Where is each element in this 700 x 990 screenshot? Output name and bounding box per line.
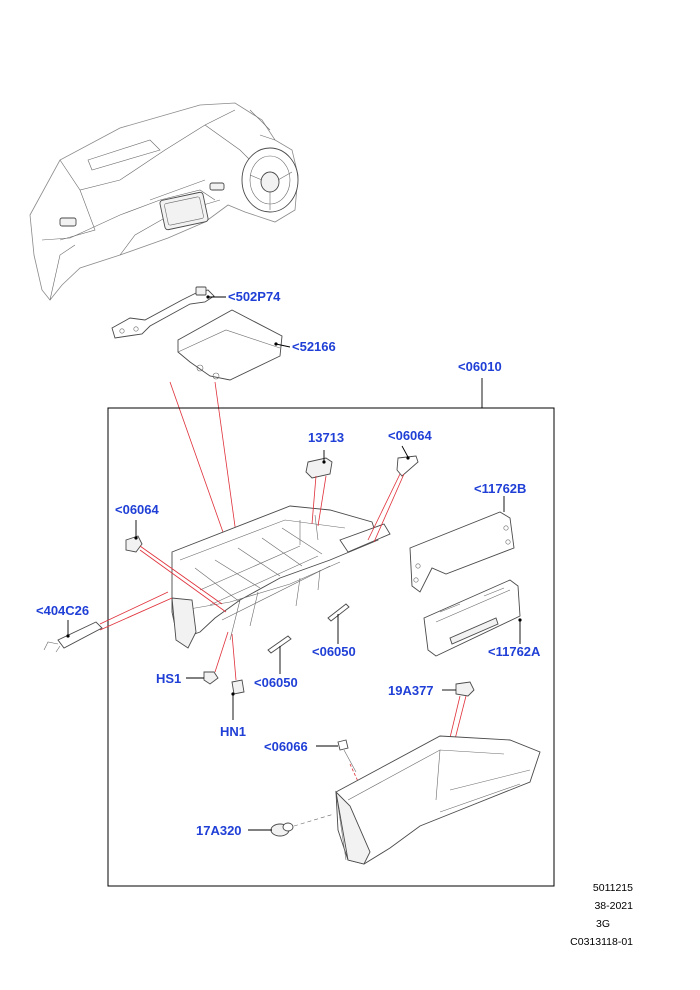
callout-HN1[interactable]: HN1 [220,724,246,739]
panel-11762B [409,496,515,593]
callout-06066[interactable]: <06066 [264,739,308,754]
pin-06050 [267,603,350,674]
callout-06010[interactable]: <06010 [458,359,502,374]
callout-06064-left[interactable]: <06064 [115,502,160,517]
callout-404C26[interactable]: <404C26 [36,603,89,618]
callout-HS1[interactable]: HS1 [156,671,181,686]
harness-404C26 [43,591,173,653]
callout-17A320[interactable]: 17A320 [196,823,242,838]
panel-11762A [423,579,522,657]
bracket-part [111,286,226,339]
callout-06050-right[interactable]: <06050 [312,644,356,659]
reference-line-2: 38-2021 [594,900,633,912]
damper-17A320 [248,813,335,837]
dashboard-overview [29,102,299,301]
callout-11762B[interactable]: <11762B [474,481,526,496]
reference-line-3: 3G [596,918,610,930]
reference-line-4: C0313118-01 [570,936,633,948]
reference-line-1: 5011215 [593,882,633,894]
callout-502P74[interactable]: <502P74 [228,289,281,304]
glovebox [335,735,541,865]
clip-06064-left [125,520,227,613]
assembly-frame [107,407,555,887]
bracket-06064-top [367,445,419,543]
glovebox-carrier [171,505,391,649]
clip-13713 [305,450,333,527]
switch-parts [186,631,245,720]
callout-11762A[interactable]: <11762A [488,644,541,659]
callout-06050-left[interactable]: <06050 [254,675,298,690]
module-part [177,309,291,381]
callout-52166[interactable]: <52166 [292,339,336,354]
callout-13713[interactable]: 13713 [308,430,344,445]
callout-19A377[interactable]: 19A377 [388,683,434,698]
callout-06064-top[interactable]: <06064 [388,428,433,443]
